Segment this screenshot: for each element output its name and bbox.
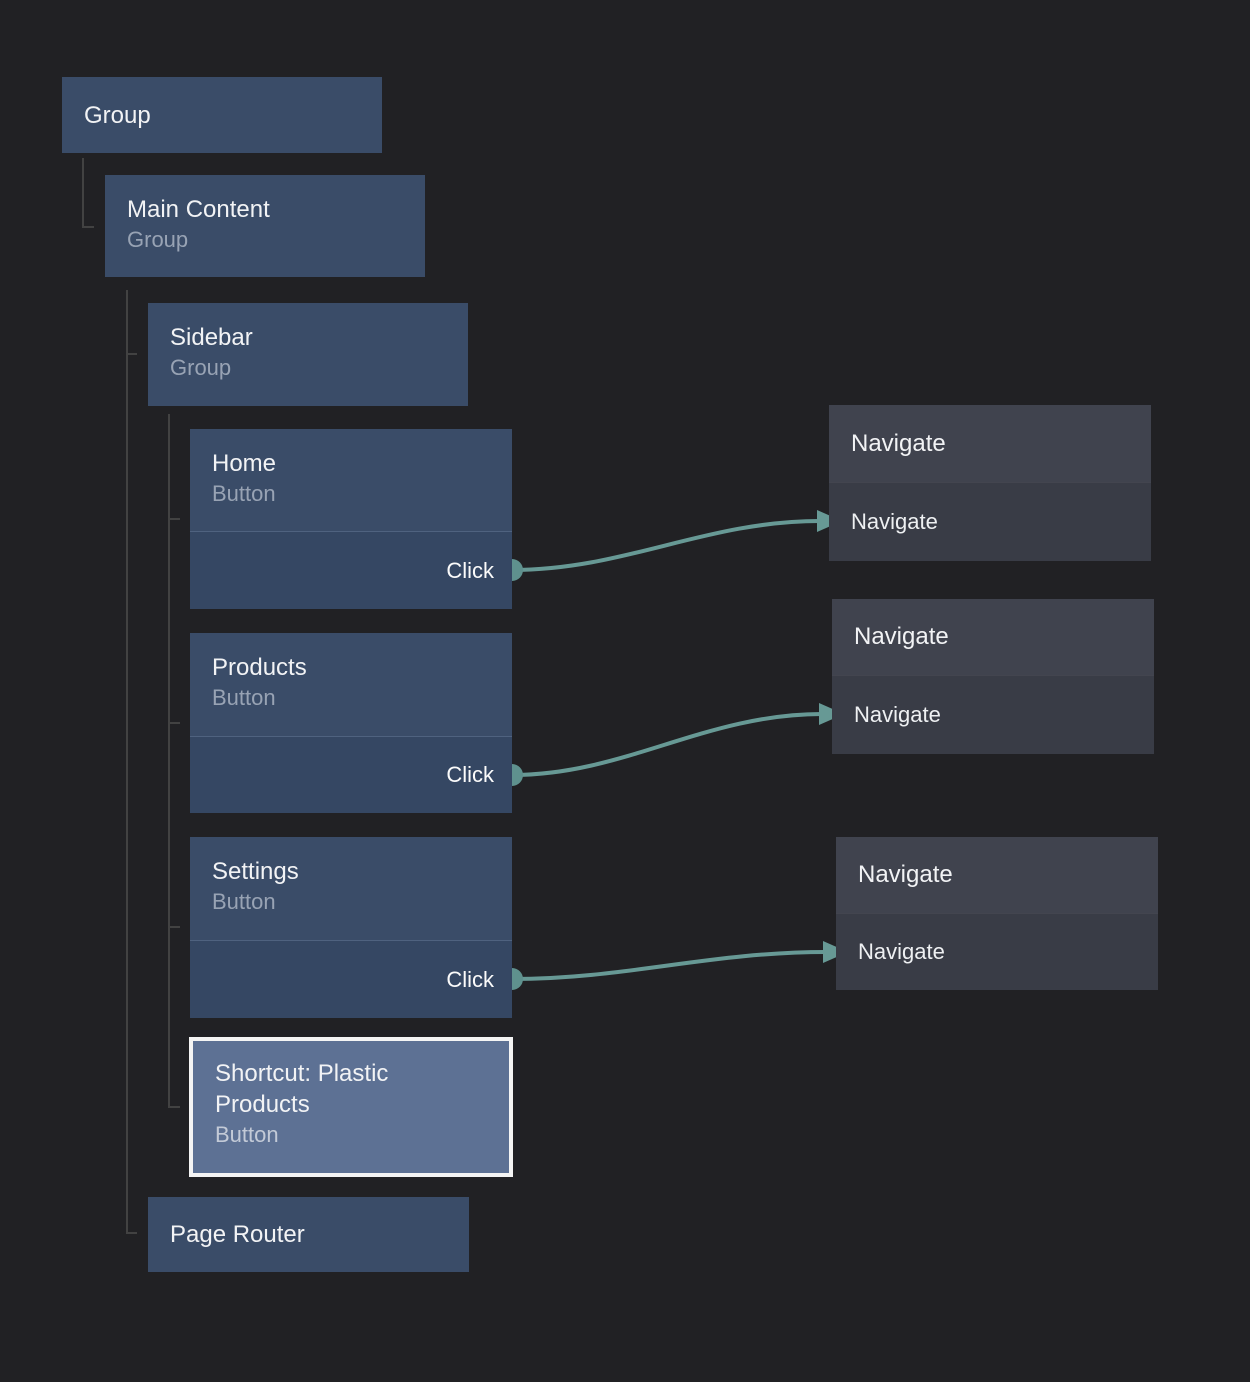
products-click-output-row[interactable]: Click <box>190 736 512 813</box>
connection-arrowhead-icon <box>819 703 844 725</box>
home-click-output-row[interactable]: Click <box>190 531 512 609</box>
node-type-label: Group <box>127 227 189 252</box>
node-type-label: Group <box>170 355 232 380</box>
action-node-navigate-settings[interactable]: Navigate Navigate <box>836 837 1158 990</box>
node-title: Group <box>84 101 151 129</box>
connection-products-click-navigate[interactable] <box>510 712 824 777</box>
node-settings-button[interactable]: Settings Button Click <box>190 837 512 1018</box>
node-shortcut-plastic-products-button[interactable]: Shortcut: Plastic Products Button <box>189 1037 513 1177</box>
node-title: Home <box>212 450 277 477</box>
node-title: Settings <box>212 858 299 885</box>
tree-connector-maincontent-pagerouter <box>126 290 137 1234</box>
node-main-content[interactable]: Main Content Group <box>105 175 425 277</box>
navigate-input-row[interactable]: Navigate <box>836 913 1158 990</box>
node-type-label: Button <box>215 1122 279 1147</box>
node-title: Shortcut: Plastic Products <box>215 1060 389 1118</box>
node-title: Sidebar <box>170 324 253 351</box>
node-title: Main Content <box>127 196 270 223</box>
node-group-root[interactable]: Group <box>62 77 382 153</box>
connection-arrowhead-icon <box>823 941 848 963</box>
output-label: Click <box>446 557 494 583</box>
output-label: Click <box>446 762 494 787</box>
action-node-navigate-products[interactable]: Navigate Navigate <box>832 599 1154 754</box>
connection-home-click-navigate[interactable] <box>510 519 822 572</box>
node-type-label: Button <box>212 685 276 710</box>
node-page-router[interactable]: Page Router <box>148 1197 469 1272</box>
action-node-title: Navigate <box>854 623 949 650</box>
settings-click-output-row[interactable]: Click <box>190 940 512 1018</box>
input-label: Navigate <box>851 509 938 534</box>
connection-settings-click-navigate[interactable] <box>510 950 828 981</box>
navigate-input-row[interactable]: Navigate <box>832 675 1154 754</box>
node-home-button[interactable]: Home Button Click <box>190 429 512 609</box>
node-products-button[interactable]: Products Button Click <box>190 633 512 813</box>
node-sidebar[interactable]: Sidebar Group <box>148 303 468 406</box>
tree-connector-group-maincontent <box>82 158 94 228</box>
action-node-title: Navigate <box>858 861 953 888</box>
navigate-input-row[interactable]: Navigate <box>829 482 1151 561</box>
node-title: Products <box>212 654 307 681</box>
node-type-label: Button <box>212 889 276 914</box>
node-type-label: Button <box>212 481 276 506</box>
action-node-title: Navigate <box>851 429 946 457</box>
tree-connector-sidebar-shortcut <box>168 414 180 1108</box>
output-label: Click <box>446 966 494 992</box>
node-title: Page Router <box>170 1221 305 1248</box>
input-label: Navigate <box>854 702 941 727</box>
action-node-navigate-home[interactable]: Navigate Navigate <box>829 405 1151 561</box>
input-label: Navigate <box>858 939 945 964</box>
